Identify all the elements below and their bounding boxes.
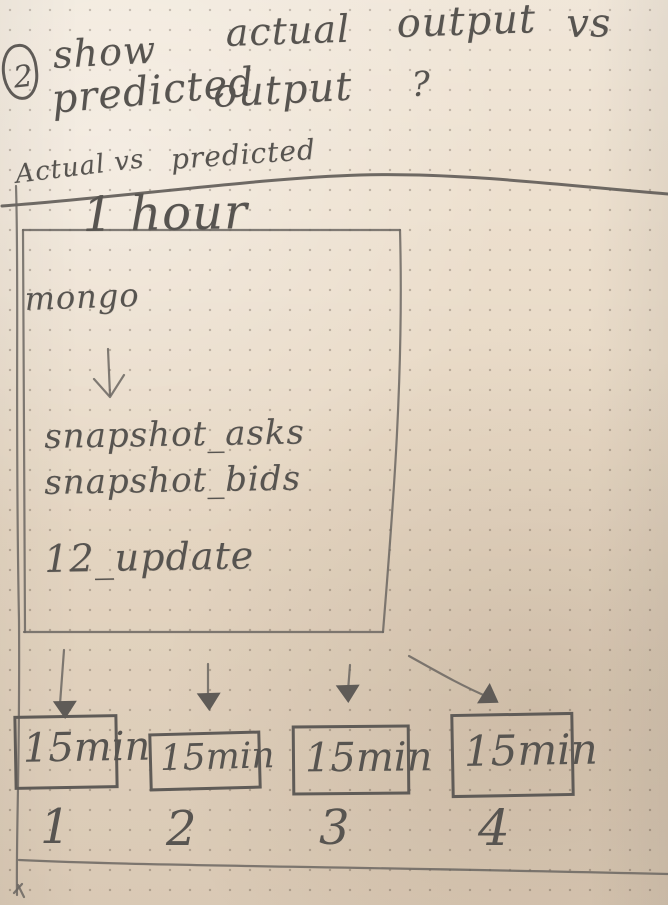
mongo-label: mongo [23, 275, 141, 318]
chunk-box-3: 15min [291, 724, 433, 796]
chunk-box-2: 15min [148, 730, 275, 792]
chunk-label-4: 15min [463, 724, 599, 776]
down-arrow-icon [92, 347, 126, 399]
chunk-box-1: 15min [13, 714, 151, 790]
header-word-output-second: output [211, 63, 354, 117]
step-number-text: 2 [11, 58, 35, 96]
arrow-to-chunk-4-icon [477, 683, 505, 713]
chunk-label-2: 15min [159, 735, 276, 780]
chunk-box-4: 15min [450, 711, 598, 799]
arrow-to-chunk-2-icon [196, 692, 222, 712]
chunk-index-1: 1 [40, 799, 71, 855]
chunk-index-2: 2 [166, 801, 197, 857]
header-word-output: output [395, 0, 537, 47]
box-line-2: snapshot_bids [43, 458, 302, 503]
chunk-label-3: 15min [304, 734, 433, 782]
header-word-show: show [51, 27, 158, 77]
header-word-vs: vs [565, 0, 612, 47]
chunk-label-1: 15min [22, 723, 151, 772]
section-label-right: predicted [169, 132, 317, 176]
circled-step-number: 2 [0, 42, 41, 102]
box-line-1: snapshot_asks [43, 412, 306, 457]
chunk-index-4: 4 [478, 799, 510, 857]
chunk-index-3: 3 [319, 800, 350, 856]
header-question-mark: ? [410, 64, 432, 105]
hour-label: 1 hour [81, 184, 249, 243]
header-word-actual: actual [224, 6, 351, 55]
section-label-left: Actual vs [13, 144, 147, 190]
arrow-to-chunk-3-icon [335, 684, 361, 704]
box-line-3: 12_update [43, 533, 255, 581]
